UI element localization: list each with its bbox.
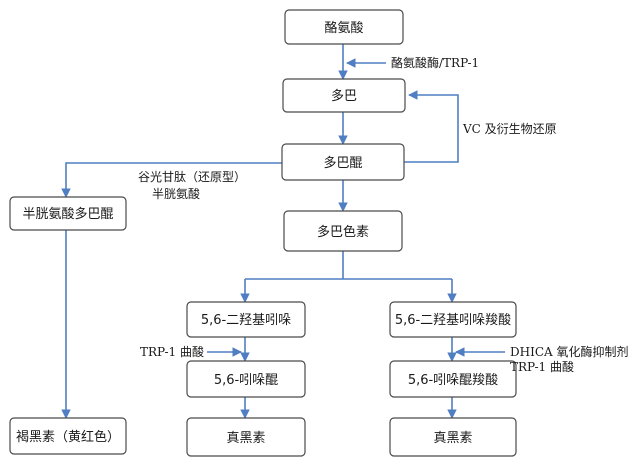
- node-dhica: 5,6-二羟基吲哚羧酸: [389, 301, 517, 338]
- label-cysteine: 半胱氨酸: [152, 186, 200, 201]
- label-tyrosinase: 酪氨酸酶/TRP-1: [391, 55, 479, 70]
- node-dhica-label: 5,6-二羟基吲哚羧酸: [395, 312, 511, 328]
- node-indolequinone-carboxylic-label: 5,6-吲哚醌羧酸: [408, 372, 498, 388]
- node-pheomelanin: 褐黑素（黄红色）: [9, 417, 127, 455]
- label-trp1-left: TRP-1 曲酸: [140, 344, 204, 359]
- label-dhica-inhibitor: DHICA 氧化酶抑制剂: [510, 344, 629, 359]
- node-cysteinyldopa-label: 半胱氨酸多巴醌: [22, 206, 113, 222]
- node-eumelanin-right: 真黑素: [389, 417, 517, 457]
- node-pheomelanin-label: 褐黑素（黄红色）: [16, 429, 120, 445]
- node-dopachrome: 多巴色素: [283, 210, 403, 252]
- node-tyrosine-label: 酪氨酸: [324, 20, 363, 36]
- node-dhi: 5,6-二羟基吲哚: [186, 301, 306, 338]
- node-cysteinyldopa: 半胱氨酸多巴醌: [9, 196, 127, 231]
- node-dopaquinone: 多巴醌: [281, 143, 405, 181]
- node-dopaquinone-label: 多巴醌: [323, 155, 362, 171]
- node-indolequinone: 5,6-吲哚醌: [186, 360, 306, 398]
- node-indolequinone-carboxylic: 5,6-吲哚醌羧酸: [389, 360, 517, 398]
- arrow-dopaquinone-to-cysteinyldopa: [61, 162, 282, 198]
- node-dopachrome-label: 多巴色素: [317, 224, 369, 240]
- node-dhi-label: 5,6-二羟基吲哚: [201, 313, 291, 328]
- node-eumelanin-left: 真黑素: [186, 417, 306, 457]
- node-dopa: 多巴: [282, 78, 406, 113]
- label-trp1-right: TRP-1 曲酸: [510, 359, 574, 374]
- label-glutathione: 谷光甘肽（还原型）: [138, 169, 246, 184]
- node-indolequinone-label: 5,6-吲哚醌: [214, 373, 278, 388]
- arrow-vc-reduction-loop: [404, 90, 459, 163]
- label-vc-reduction: VC 及衍生物还原: [462, 122, 557, 136]
- node-dopa-label: 多巴: [331, 88, 357, 104]
- node-eumelanin-left-label: 真黑素: [226, 431, 265, 446]
- node-tyrosine: 酪氨酸: [284, 9, 404, 45]
- node-eumelanin-right-label: 真黑素: [433, 431, 472, 446]
- connectors: [61, 44, 505, 419]
